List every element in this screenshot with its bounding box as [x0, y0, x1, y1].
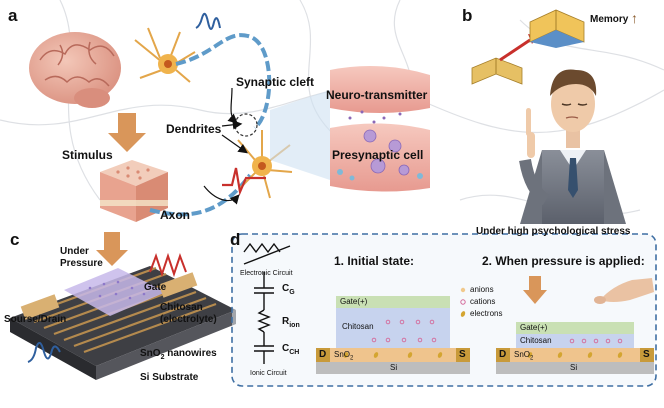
panel-label-d: d — [230, 230, 241, 249]
label-s-2: S — [643, 349, 650, 360]
memory-up-arrow-icon: ↑ — [631, 10, 638, 26]
label-si-2: Si — [570, 363, 578, 372]
label-sno2-2: SnO2 — [514, 350, 534, 362]
panel-label-c: c — [10, 230, 20, 249]
skin-block-icon — [100, 160, 168, 222]
label-stimulus: Stimulus — [62, 148, 113, 162]
label-cg: CG — [282, 283, 295, 296]
legend-electrons: electrons — [470, 309, 503, 318]
label-chitosan: Chitosan — [160, 302, 203, 313]
circuit-diagram — [243, 242, 291, 364]
label-memory: Memory — [590, 14, 629, 25]
legend-cations: cations — [470, 297, 496, 306]
label-electrolyte: (electrolyte) — [160, 314, 217, 325]
output-wave-blue-icon — [27, 341, 61, 363]
label-cch: CCH — [282, 343, 300, 356]
label-under: Under — [60, 246, 89, 257]
book-right-icon — [529, 9, 585, 48]
label-neurotransmitter: Neuro-transmitter — [326, 88, 428, 102]
label-chitosan-2: Chitosan — [520, 336, 552, 345]
label-pressure-applied: 2. When pressure is applied: — [482, 254, 645, 268]
label-d-2: D — [499, 349, 507, 360]
arrow-axon — [203, 185, 240, 205]
label-gate: Gate — [144, 282, 167, 293]
synapse-highlight — [234, 113, 258, 137]
signal-spike-red-icon — [222, 167, 266, 196]
label-gate-plus-2: Gate(+) — [520, 323, 548, 332]
pressure-arrow-d — [523, 276, 547, 304]
initial-state-stack — [316, 296, 470, 374]
neuron-top-icon — [134, 27, 196, 83]
arrow-cleft — [227, 87, 238, 124]
panel-label-b: b — [462, 6, 473, 25]
stressed-man-icon — [519, 69, 626, 224]
legend-markers — [460, 287, 466, 317]
book-left-icon — [471, 57, 523, 85]
label-d-1: D — [319, 349, 327, 360]
brain-icon — [29, 32, 121, 108]
label-sno2-1: SnO2 — [334, 350, 354, 362]
label-electronic-circuit: Electronic Circuit — [240, 270, 293, 277]
pressure-state-stack — [496, 322, 654, 374]
label-pressure: Pressure — [60, 258, 103, 269]
signal-wave-blue-icon — [195, 12, 221, 30]
pressure-arrow — [96, 232, 128, 266]
finger-icon — [594, 278, 654, 304]
axon-path — [175, 33, 272, 130]
label-gate-plus-1: Gate(+) — [340, 297, 368, 306]
label-sno2-nanowires: SnO2 nanowires — [140, 348, 217, 361]
gate-signal-red-icon — [149, 252, 187, 278]
label-synaptic-cleft: Synaptic cleft — [236, 75, 315, 89]
label-ionic-circuit: Ionic Circuit — [250, 370, 287, 377]
label-si-substrate: Si Substrate — [140, 372, 199, 383]
label-presynaptic-cell: Presynaptic cell — [332, 148, 424, 162]
label-initial-state: 1. Initial state: — [334, 254, 415, 268]
panel-label-a: a — [8, 6, 18, 25]
legend-anions: anions — [470, 285, 494, 294]
label-axon: Axon — [160, 208, 190, 222]
label-s-1: S — [459, 349, 466, 360]
synapse-zoom — [270, 66, 430, 192]
label-stress-caption: Under high psychological stress — [476, 226, 631, 237]
memory-arrow-line — [499, 38, 531, 62]
stimulus-arrow — [108, 113, 146, 152]
arrow-dendrites-2 — [221, 134, 248, 154]
label-rion: Rion — [282, 316, 300, 329]
label-dendrites: Dendrites — [166, 122, 222, 136]
label-si-1: Si — [390, 363, 398, 372]
label-source-drain: Sourse/Drain — [4, 314, 67, 325]
label-chitosan-1: Chitosan — [342, 322, 374, 331]
arrow-dendrites-1 — [221, 120, 243, 130]
